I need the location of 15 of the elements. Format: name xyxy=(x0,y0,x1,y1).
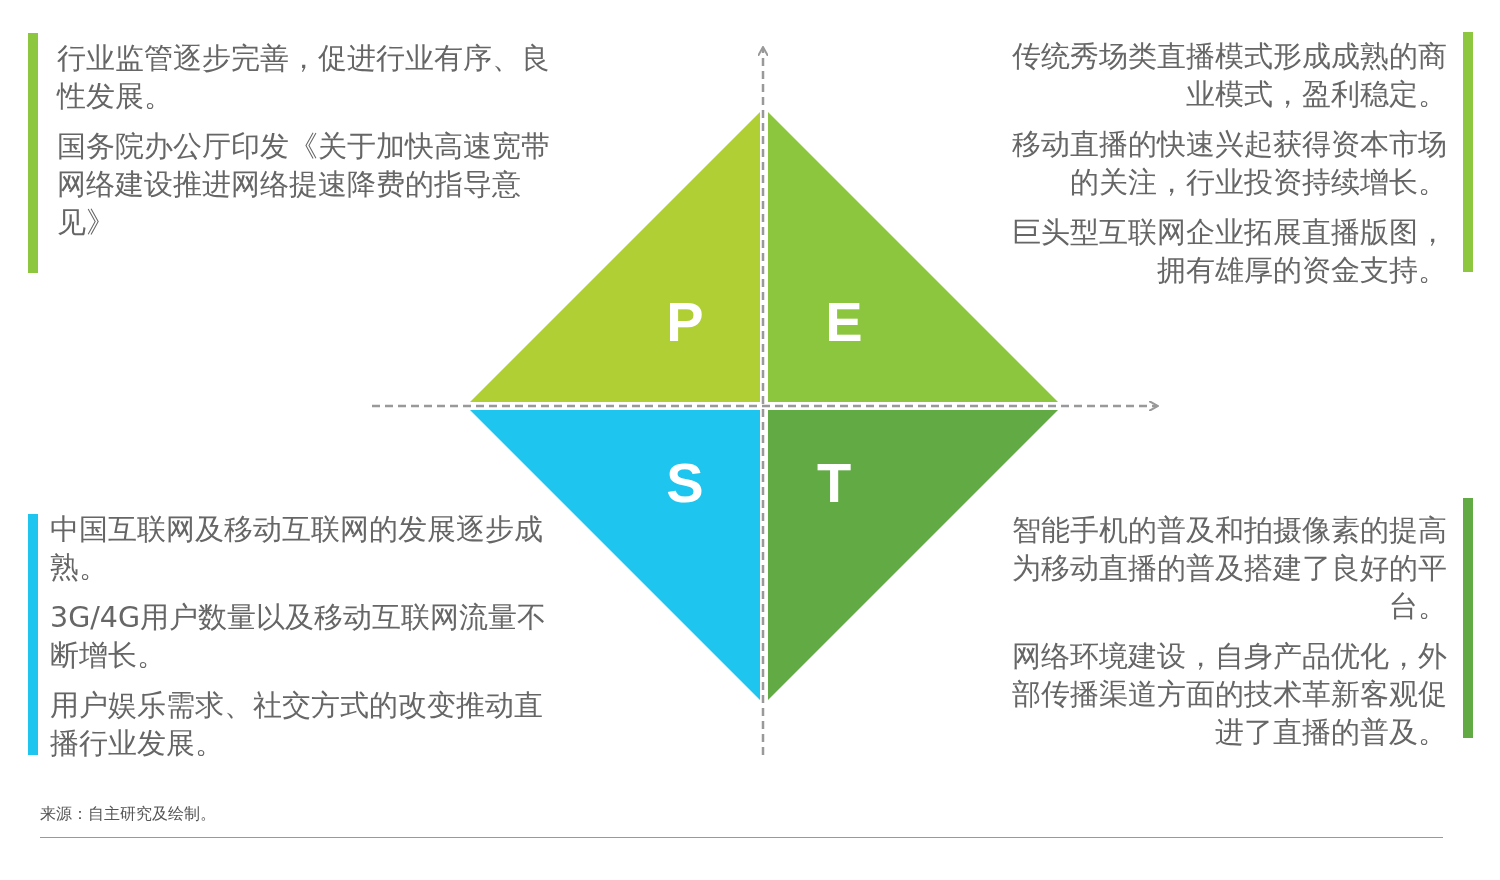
source-note: 来源：自主研究及绘制。 xyxy=(40,804,216,825)
factor-text: 网络环境建设，自身产品优化，外部传播渠道方面的技术革新客观促进了直播的普及。 xyxy=(1011,639,1447,751)
quadrant-letter: P xyxy=(666,292,704,352)
factor-text: 国务院办公厅印发《关于加快高速宽带网络建设推进网络提速降费的指导意见》 xyxy=(57,129,551,241)
factor-text: 巨头型互联网企业拓展直播版图，拥有雄厚的资金支持。 xyxy=(1011,215,1447,289)
quadrant-letter: T xyxy=(816,453,852,513)
quadrant-letter: S xyxy=(666,453,704,513)
factor-text: 3G/4G用户数量以及移动互联网流量不断增长。 xyxy=(50,600,548,674)
quadrant-letter: E xyxy=(825,292,863,352)
factor-text: 智能手机的普及和拍摄像素的提高为移动直播的普及搭建了良好的平台。 xyxy=(1011,513,1447,625)
factor-text: 用户娱乐需求、社交方式的改变推动直播行业发展。 xyxy=(50,688,544,762)
factor-text: 传统秀场类直播模式形成成熟的商业模式，盈利稳定。 xyxy=(1011,39,1447,113)
factor-text: 行业监管逐步完善，促进行业有序、良性发展。 xyxy=(57,41,551,115)
factor-text: 中国互联网及移动互联网的发展逐步成熟。 xyxy=(50,512,544,586)
factor-text: 移动直播的快速兴起获得资本市场的关注，行业投资持续增长。 xyxy=(1011,127,1447,201)
